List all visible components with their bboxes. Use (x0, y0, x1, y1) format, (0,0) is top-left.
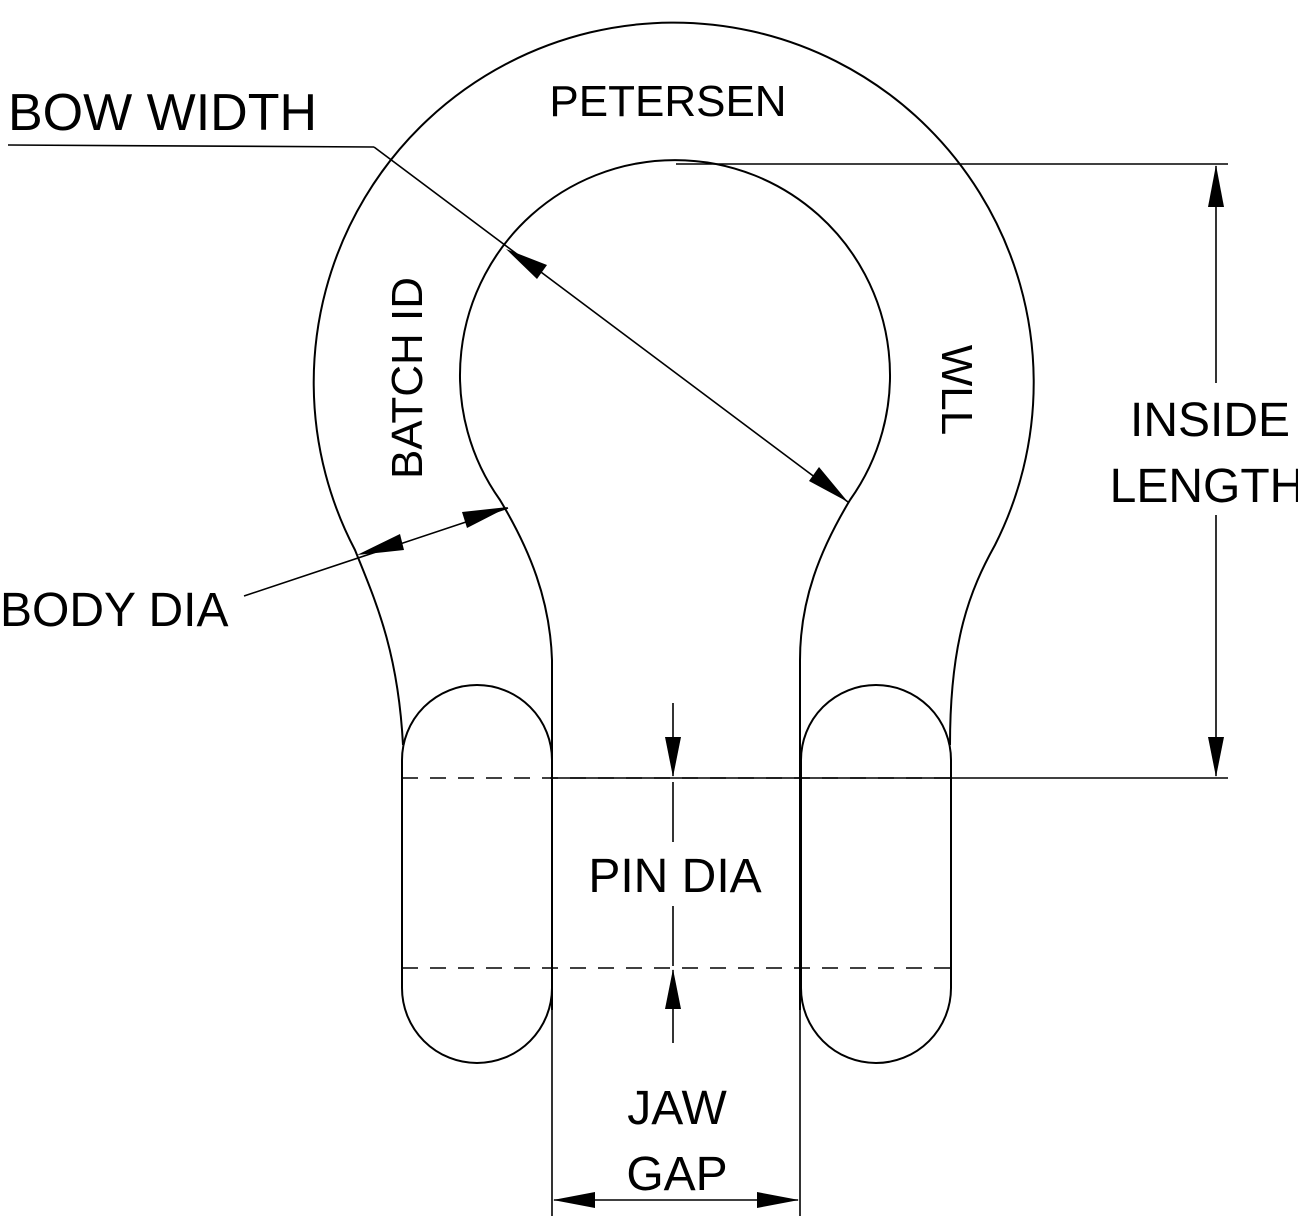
left-eye (401, 684, 553, 1064)
bow-width-arrow-start (506, 249, 547, 279)
bow-width-dim-line (373, 146, 849, 503)
jaw-gap-label-line1: JAW (627, 1082, 727, 1135)
body-dia-arrow-start (357, 534, 404, 555)
pin-dia-label: PIN DIA (588, 850, 761, 903)
batch-id-label: BATCH ID (383, 277, 432, 479)
bow-width-label: BOW WIDTH (8, 84, 317, 142)
inside-length-bottom-arrow (1208, 737, 1224, 777)
jaw-gap-right-arrow (757, 1192, 799, 1208)
inside-length-label-line1: INSIDE (1130, 394, 1290, 447)
inside-length-top-arrow (1208, 165, 1224, 207)
right-eye (800, 684, 952, 1064)
pin-dia-top-arrow (665, 737, 681, 777)
shackle-outer-outline (312, 21, 1035, 746)
jaw-gap-label-line2: GAP (626, 1148, 727, 1201)
bow-width-arrow-end (809, 467, 848, 502)
pin-dia-bottom-arrow (665, 969, 681, 1009)
shackle-inner-outline (459, 159, 891, 1010)
petersen-label: PETERSEN (549, 77, 786, 126)
jaw-gap-left-arrow (553, 1192, 595, 1208)
body-dia-arrow-end (462, 507, 508, 528)
inside-length-label-line2: LENGTH (1110, 460, 1298, 513)
bow-width-leader (7, 144, 375, 148)
wll-label: WLL (932, 345, 981, 435)
body-dia-label: BODY DIA (0, 584, 229, 637)
